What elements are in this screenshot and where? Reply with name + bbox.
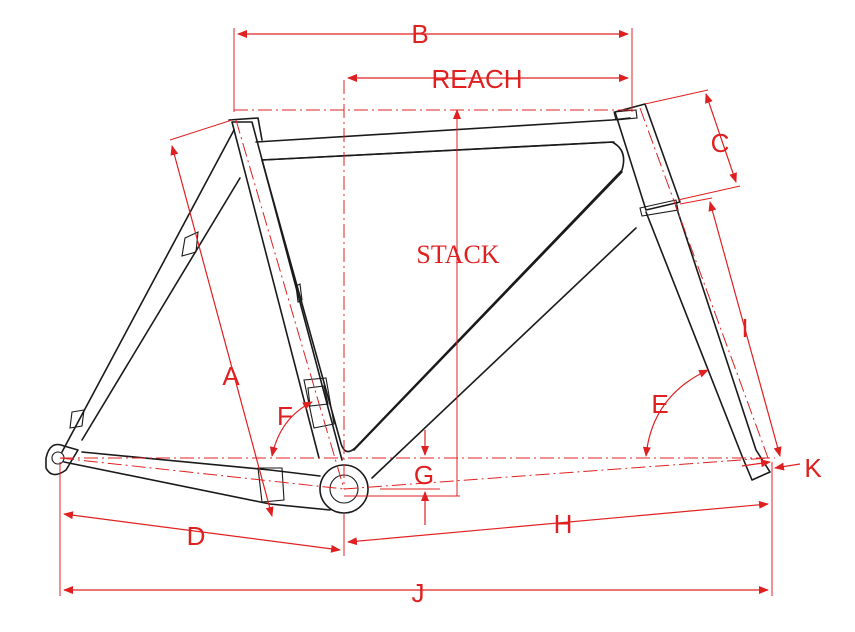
label-a: A bbox=[222, 361, 240, 391]
i-dimension bbox=[708, 201, 782, 457]
label-i: I bbox=[741, 313, 748, 343]
center-lines bbox=[59, 80, 775, 497]
steering-axis bbox=[639, 107, 769, 459]
a-dimension bbox=[170, 145, 274, 517]
seat-stay-clip bbox=[69, 409, 85, 429]
c-ext-bottom bbox=[677, 185, 741, 201]
i-ext-top bbox=[679, 197, 713, 205]
label-j: J bbox=[412, 578, 425, 608]
label-e: E bbox=[651, 389, 668, 419]
k-arrow-left bbox=[741, 459, 771, 468]
dimension-lines bbox=[59, 28, 801, 596]
headset-top bbox=[613, 109, 638, 121]
dimension-labels: B REACH C STACK I A E F G K D H J bbox=[187, 19, 823, 608]
label-h: H bbox=[554, 509, 573, 539]
label-b: B bbox=[411, 19, 428, 49]
h-dimension bbox=[347, 500, 769, 546]
label-g: G bbox=[414, 460, 434, 490]
label-k: K bbox=[804, 453, 822, 483]
chain-stay bbox=[63, 451, 331, 511]
a-ext-top bbox=[169, 119, 233, 141]
e-angle-arc bbox=[642, 369, 709, 457]
bb-front-centerline bbox=[343, 457, 769, 490]
head-tube bbox=[614, 103, 681, 211]
c-dimension bbox=[705, 93, 737, 183]
k-arrow-right bbox=[774, 462, 801, 471]
f-angle-arc bbox=[269, 401, 313, 457]
d-dimension bbox=[63, 511, 341, 553]
label-reach: REACH bbox=[431, 64, 522, 94]
label-f: F bbox=[277, 401, 293, 431]
rear-dropout bbox=[45, 443, 79, 476]
c-ext-top bbox=[644, 89, 709, 105]
seat-stay bbox=[61, 129, 241, 453]
seat-tube-centerline bbox=[235, 119, 345, 490]
down-tube bbox=[353, 171, 637, 479]
label-stack: STACK bbox=[416, 240, 499, 269]
label-d: D bbox=[187, 521, 206, 551]
chain-stay-bridge bbox=[257, 467, 285, 503]
main-triangle-inner bbox=[261, 141, 625, 453]
top-tube bbox=[255, 117, 631, 161]
seat-clamp bbox=[228, 117, 263, 141]
label-c: C bbox=[711, 128, 730, 158]
cable-guide bbox=[295, 283, 303, 303]
fork-blade bbox=[645, 205, 771, 481]
